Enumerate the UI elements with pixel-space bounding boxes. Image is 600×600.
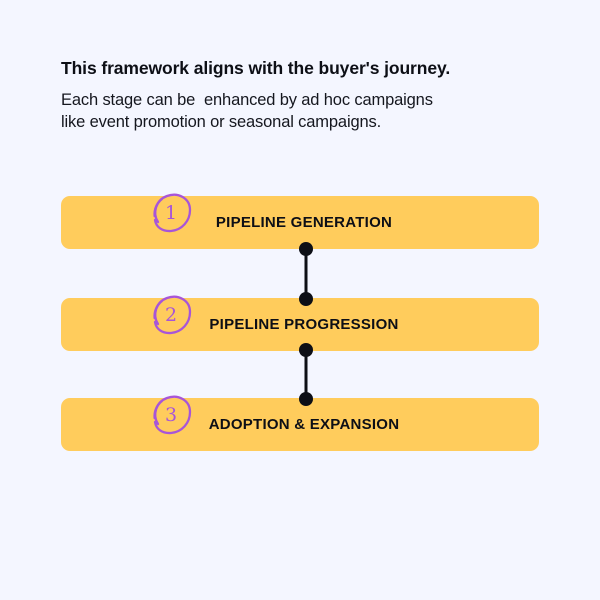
stage-connector-2 xyxy=(299,343,313,406)
stage-label-1: PIPELINE GENERATION xyxy=(215,214,393,231)
stage-label-3: ADOPTION & EXPANSION xyxy=(208,416,400,433)
stage-bar-3[interactable]: ADOPTION & EXPANSION xyxy=(61,398,539,451)
stage-bar-2[interactable]: PIPELINE PROGRESSION xyxy=(61,298,539,351)
page-title: This framework aligns with the buyer's j… xyxy=(61,58,451,78)
page-subtitle: Each stage can be enhanced by ad hoc cam… xyxy=(61,91,433,131)
stage-label-2: PIPELINE PROGRESSION xyxy=(209,316,399,333)
stage-bar-1[interactable]: PIPELINE GENERATION xyxy=(61,196,539,249)
stage-connector-1 xyxy=(299,242,313,306)
